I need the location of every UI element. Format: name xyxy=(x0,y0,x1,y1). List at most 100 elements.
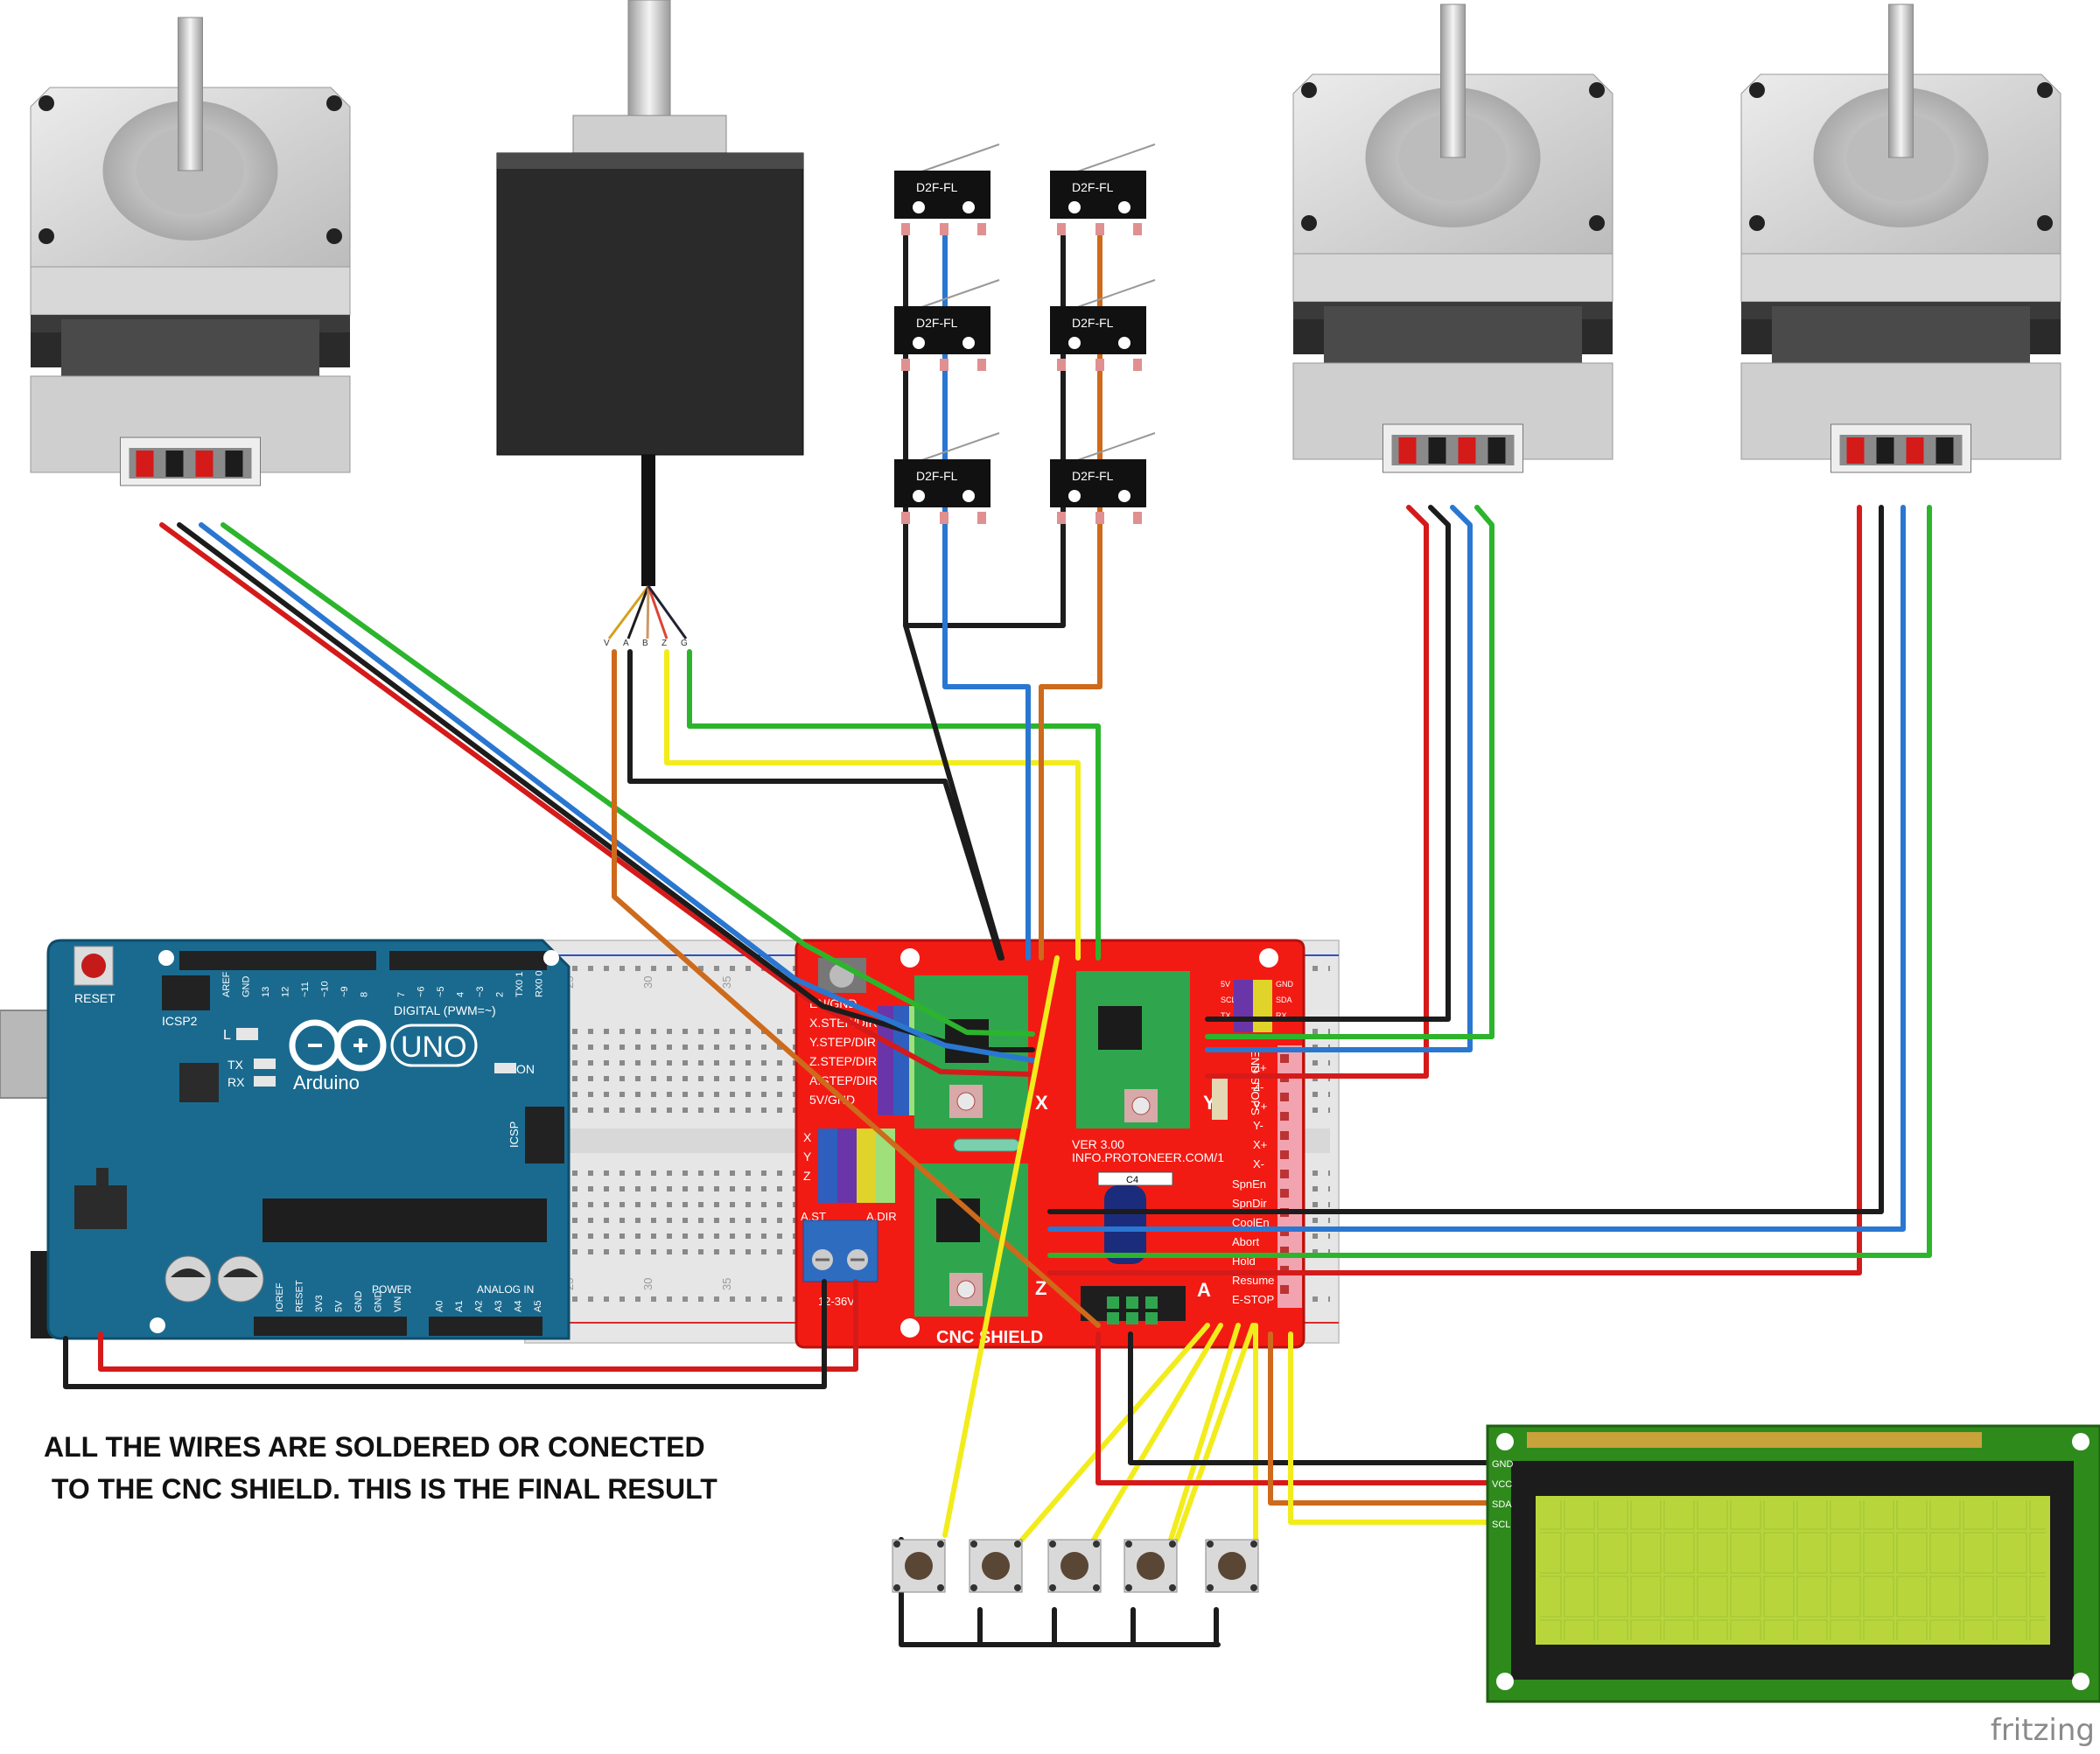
digital-pin-label: ~3 xyxy=(475,986,486,997)
wire-red xyxy=(1047,505,1862,1275)
lcd-pin-label: SCL xyxy=(1492,1520,1510,1530)
axis-label: A xyxy=(1197,1279,1211,1301)
wire-black xyxy=(1205,505,1451,1022)
stepper-motor-3 xyxy=(1292,3,1614,473)
wire-yellow xyxy=(1019,1323,1210,1542)
caption-line-1: ALL THE WIRES ARE SOLDERED OR CONECTED xyxy=(44,1431,705,1463)
limit-switch: D2F-FL xyxy=(1050,143,1156,235)
digital-pin-label: ~5 xyxy=(436,986,446,997)
encoder-pin-label: A xyxy=(623,639,629,648)
wire-red xyxy=(159,522,1035,1077)
stepper-driver-y xyxy=(1076,971,1190,1129)
power-terminal-label: 12-36V xyxy=(818,1295,855,1308)
push-button[interactable] xyxy=(969,1539,1023,1593)
analog-header xyxy=(429,1317,542,1336)
fritzing-watermark: fritzing xyxy=(1990,1713,2095,1748)
axis-left-label: X xyxy=(803,1130,812,1144)
wire-black xyxy=(177,522,1035,1052)
power-pin-label: 3V3 xyxy=(314,1295,325,1312)
wire-yellow xyxy=(1288,1331,1490,1525)
shield-axis-left-labels: XYZ xyxy=(803,1130,812,1183)
digital-pin-label: 2 xyxy=(495,992,506,997)
power-pin-label: RESET xyxy=(295,1280,305,1312)
reset-label: RESET xyxy=(74,991,116,1005)
push-button[interactable] xyxy=(1205,1539,1259,1593)
wire-yellow xyxy=(942,955,1060,1538)
reset-button-cap xyxy=(81,954,106,978)
led-tx-label: TX xyxy=(228,1058,244,1072)
switch-label: D2F-FL xyxy=(916,180,958,194)
icsp2-label: ICSP2 xyxy=(162,1014,198,1028)
header-label: RX xyxy=(1276,1011,1287,1020)
shield-pin xyxy=(1145,1312,1158,1324)
limit-switch: D2F-FL xyxy=(894,143,1000,235)
shield-right-label: CoolEn xyxy=(1232,1216,1270,1229)
led-l-label: L xyxy=(223,1028,231,1043)
end-stop-label: X- xyxy=(1253,1157,1264,1170)
lcd-pin-label: GND xyxy=(1492,1459,1514,1470)
shield-pin xyxy=(1107,1296,1119,1309)
push-button[interactable] xyxy=(892,1539,946,1593)
arduino-logo-icon xyxy=(289,1019,387,1072)
header-label: SDA xyxy=(1276,996,1292,1004)
encoder-pin-label: Z xyxy=(662,639,667,648)
encoder-shaft xyxy=(627,0,671,119)
digital-pin-label: ~10 xyxy=(320,981,331,997)
digital-pin-label: ~11 xyxy=(300,982,311,997)
stepper-motors xyxy=(30,3,2062,486)
shield-pin xyxy=(1280,1150,1289,1159)
shield-pin xyxy=(1107,1312,1119,1324)
power-pin-label: A4 xyxy=(514,1301,524,1312)
stepper-motor-1 xyxy=(30,17,351,486)
power-pin-label: A3 xyxy=(494,1301,504,1312)
switch-label: D2F-FL xyxy=(1072,316,1114,330)
digital-pin-label: 12 xyxy=(281,987,291,997)
digital-pin-label: 7 xyxy=(396,992,407,997)
lcd-pin-label: SDA xyxy=(1492,1499,1512,1510)
electrolytic-capacitor xyxy=(1104,1185,1146,1264)
push-button[interactable] xyxy=(1124,1539,1178,1593)
power-pin-label: 5V xyxy=(334,1300,345,1312)
digital-pin-label: 13 xyxy=(261,987,271,997)
caption: ALL THE WIRES ARE SOLDERED OR CONECTED T… xyxy=(44,1426,718,1510)
caption-line-2: TO THE CNC SHIELD. THIS IS THE FINAL RES… xyxy=(44,1473,718,1505)
digital-pin-label: GND xyxy=(242,976,252,998)
motor-shaft xyxy=(178,17,203,171)
wiring xyxy=(63,234,1932,1647)
power-label: POWER xyxy=(372,1283,412,1296)
wire-red xyxy=(1205,505,1429,1079)
shield-url: INFO.PROTONEER.COM/1 xyxy=(1072,1150,1224,1164)
power-header xyxy=(254,1317,407,1336)
push-buttons xyxy=(892,1539,1259,1593)
breadboard-number: 35 xyxy=(720,1278,733,1290)
header-label: GND xyxy=(1276,980,1294,989)
power-pin-label: A2 xyxy=(474,1301,485,1312)
switch-label: D2F-FL xyxy=(916,469,958,483)
push-button[interactable] xyxy=(1047,1539,1102,1593)
digital-pin-label: ~6 xyxy=(416,986,427,997)
power-pin-label: GND xyxy=(354,1291,364,1313)
wire-black xyxy=(1128,1331,1490,1465)
shield-left-label: Z.STEP/DIR xyxy=(809,1054,877,1068)
limit-switch: D2F-FL xyxy=(1050,432,1156,524)
digital-pin-label: TX0 1 xyxy=(514,972,525,997)
end-stops-title: END STOPS xyxy=(1249,1050,1262,1115)
shield-pin xyxy=(1280,1247,1289,1255)
power-pin-label: A5 xyxy=(533,1301,543,1312)
analog-label: ANALOG IN xyxy=(477,1283,534,1296)
end-stop-label: Z+ xyxy=(1253,1061,1267,1074)
wire-green xyxy=(1205,505,1494,1039)
end-stop-label: Z- xyxy=(1253,1080,1264,1094)
shield-title: CNC SHIELD xyxy=(936,1328,1043,1347)
uno-label: UNO xyxy=(401,1031,467,1064)
shield-pin-dots xyxy=(1107,1054,1289,1324)
wire-black xyxy=(903,623,1004,961)
ast-label: A.ST xyxy=(801,1210,826,1223)
